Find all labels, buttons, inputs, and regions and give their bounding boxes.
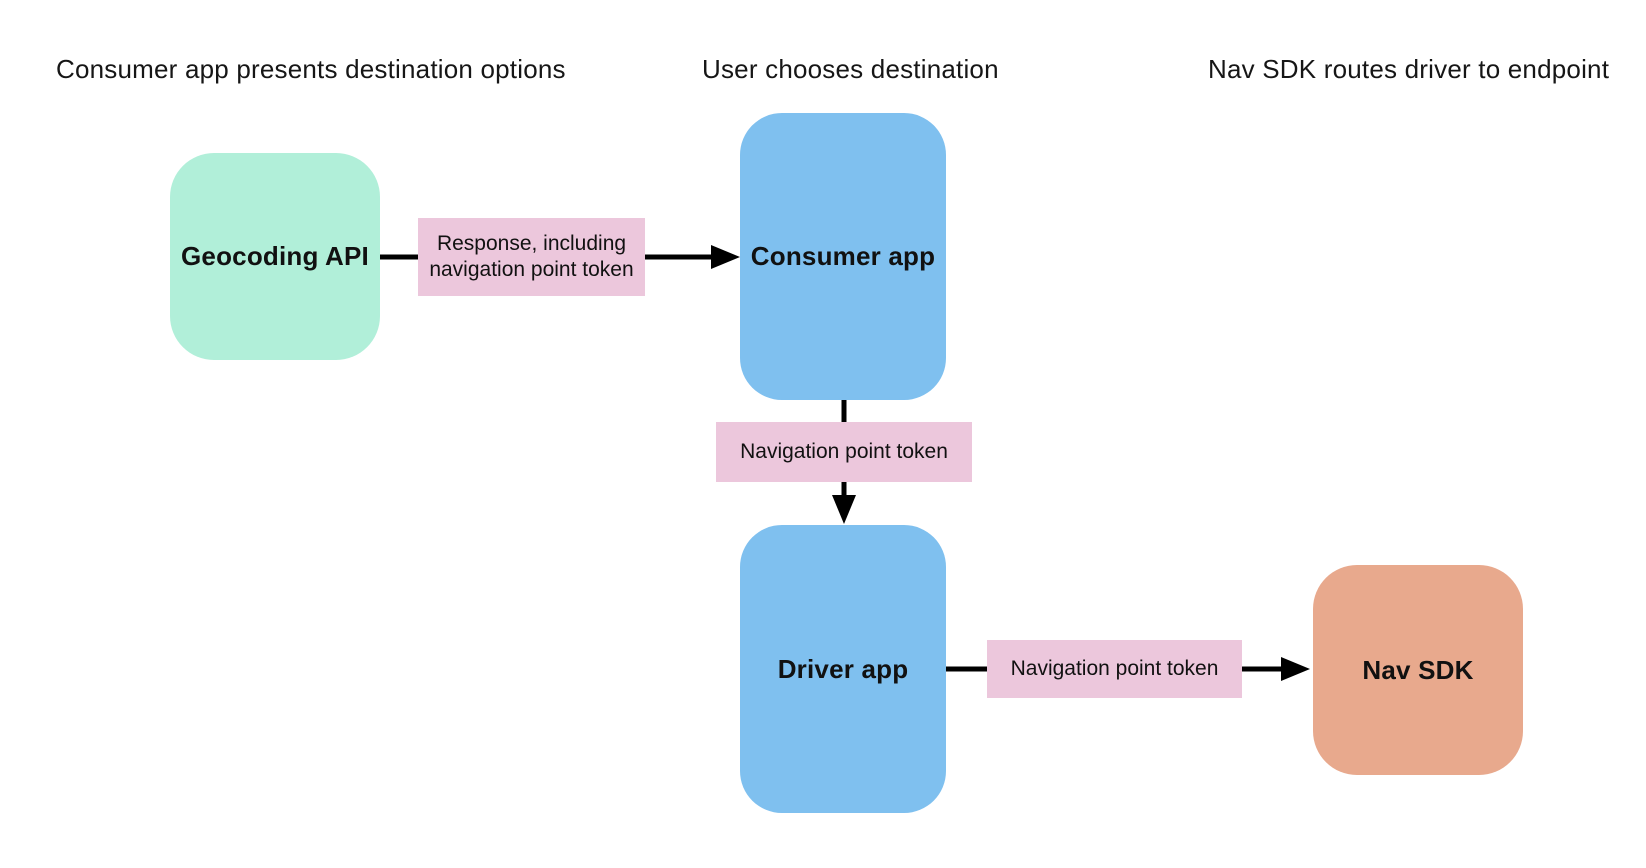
edge-label-navigation-point-token-2: Navigation point token xyxy=(987,640,1242,698)
node-geocoding-api: Geocoding API xyxy=(170,153,380,360)
node-driver-app: Driver app xyxy=(740,525,946,813)
edge-label-navigation-point-token-1: Navigation point token xyxy=(716,422,972,482)
stage-header-navsdk-routes: Nav SDK routes driver to endpoint xyxy=(1208,54,1610,84)
node-consumer-app: Consumer app xyxy=(740,113,946,400)
edge-label-response-including-token: Response, including navigation point tok… xyxy=(418,218,645,296)
stage-header-user-chooses: User chooses destination xyxy=(702,54,999,84)
stage-header-consumer-presents: Consumer app presents destination option… xyxy=(56,54,566,84)
node-nav-sdk: Nav SDK xyxy=(1313,565,1523,775)
